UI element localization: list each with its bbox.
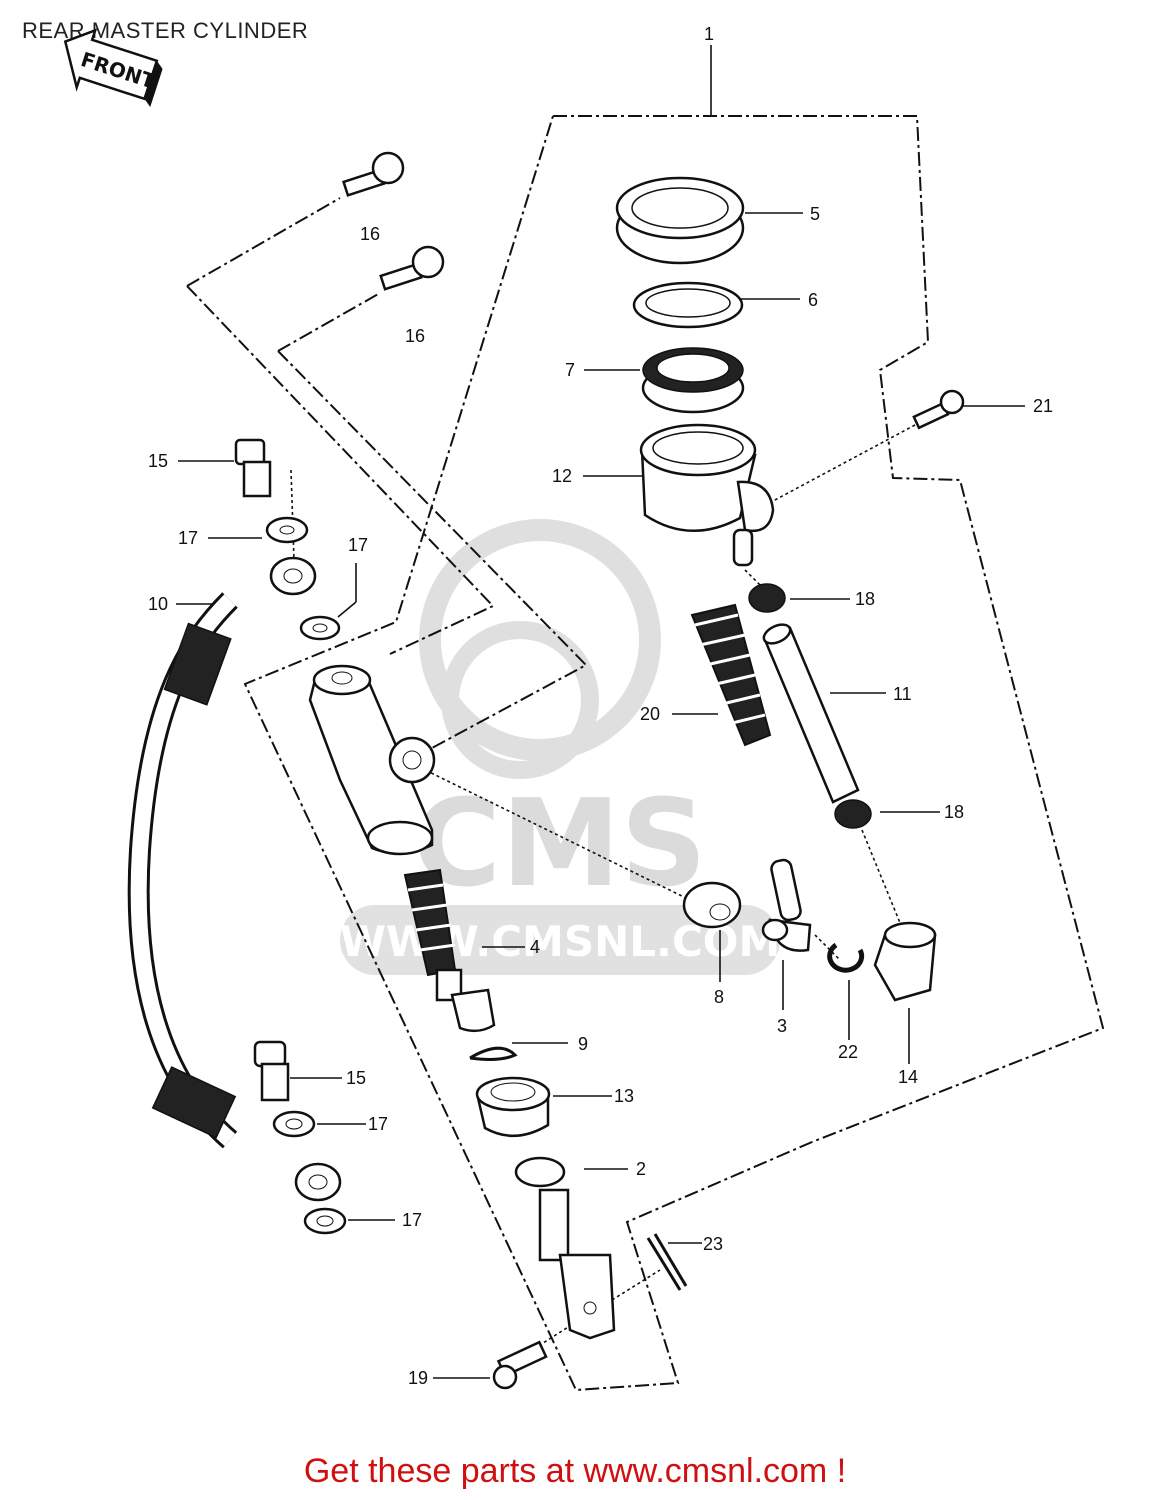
part-15-banjo-bolt-upper bbox=[234, 438, 272, 498]
part-7-diaphragm bbox=[641, 347, 745, 414]
callout: 14 bbox=[898, 1067, 918, 1087]
leader-lines bbox=[176, 45, 1025, 1379]
callout: 15 bbox=[346, 1068, 366, 1088]
callout: 17 bbox=[402, 1210, 422, 1230]
part-master-cylinder-body bbox=[308, 664, 436, 856]
callout: 6 bbox=[808, 290, 818, 310]
callout: 11 bbox=[893, 684, 912, 704]
part-8-union bbox=[682, 881, 742, 929]
callout: 18 bbox=[944, 802, 964, 822]
callout: 3 bbox=[777, 1016, 787, 1036]
watermark-brand: CMS bbox=[413, 775, 707, 914]
callout: 18 bbox=[855, 589, 875, 609]
callout: 8 bbox=[714, 987, 724, 1007]
part-23-cotter-pin bbox=[646, 1233, 688, 1291]
part-18-clamp-lower bbox=[834, 799, 872, 829]
part-21-screw bbox=[912, 389, 965, 430]
part-16-bolt-lower bbox=[379, 245, 445, 291]
part-17-washer-a bbox=[265, 516, 309, 544]
part-14-hose-fitting bbox=[873, 921, 937, 1002]
callout: 5 bbox=[810, 204, 820, 224]
part-22-circlip bbox=[827, 942, 865, 973]
part-18-clamp-upper bbox=[748, 583, 786, 613]
part-19-pin bbox=[492, 1340, 548, 1390]
assembly-outline bbox=[186, 115, 1105, 1392]
callout: 21 bbox=[1033, 396, 1053, 416]
part-10-brake-hose bbox=[127, 556, 342, 1202]
part-17-washer-d bbox=[303, 1207, 347, 1235]
part-6-diaphragm-plate bbox=[632, 281, 744, 329]
part-12-reservoir bbox=[639, 423, 775, 567]
callout: 15 bbox=[148, 451, 168, 471]
part-2-push-rod bbox=[514, 1156, 616, 1340]
part-20-spring bbox=[690, 603, 772, 747]
callout: 22 bbox=[838, 1042, 858, 1062]
callout: 1 bbox=[704, 24, 714, 44]
callout: 20 bbox=[640, 704, 660, 724]
part-13-boot bbox=[475, 1076, 551, 1138]
part-5-cap bbox=[615, 176, 745, 265]
callout: 12 bbox=[552, 466, 572, 486]
part-11-reservoir-hose bbox=[762, 623, 860, 804]
callout: 17 bbox=[348, 535, 368, 555]
callout: 9 bbox=[578, 1034, 588, 1054]
callout: 7 bbox=[565, 360, 575, 380]
part-17-washer-b bbox=[299, 615, 341, 641]
footer-link-text[interactable]: Get these parts at www.cmsnl.com ! bbox=[303, 1452, 847, 1490]
callout: 13 bbox=[614, 1086, 634, 1106]
callout: 16 bbox=[405, 326, 425, 346]
part-4-piston-assembly bbox=[403, 868, 496, 1033]
callout-labels: 1 5 6 7 21 12 16 16 15 17 17 10 18 11 20… bbox=[148, 24, 1053, 1388]
front-arrow-icon: FRONT bbox=[63, 28, 163, 108]
part-17-washer-c bbox=[272, 1110, 316, 1138]
part-15-banjo-bolt-lower bbox=[253, 1040, 290, 1102]
callout: 23 bbox=[703, 1234, 723, 1254]
callout: 17 bbox=[178, 528, 198, 548]
part-16-bolt-upper bbox=[341, 151, 405, 197]
callout: 4 bbox=[530, 937, 540, 957]
part-9-clip bbox=[469, 1046, 518, 1061]
callout: 2 bbox=[636, 1159, 646, 1179]
part-3-elbow-fitting bbox=[761, 858, 812, 952]
callout: 17 bbox=[368, 1114, 388, 1134]
callout: 19 bbox=[408, 1368, 428, 1388]
callout: 10 bbox=[148, 594, 168, 614]
callout: 16 bbox=[360, 224, 380, 244]
